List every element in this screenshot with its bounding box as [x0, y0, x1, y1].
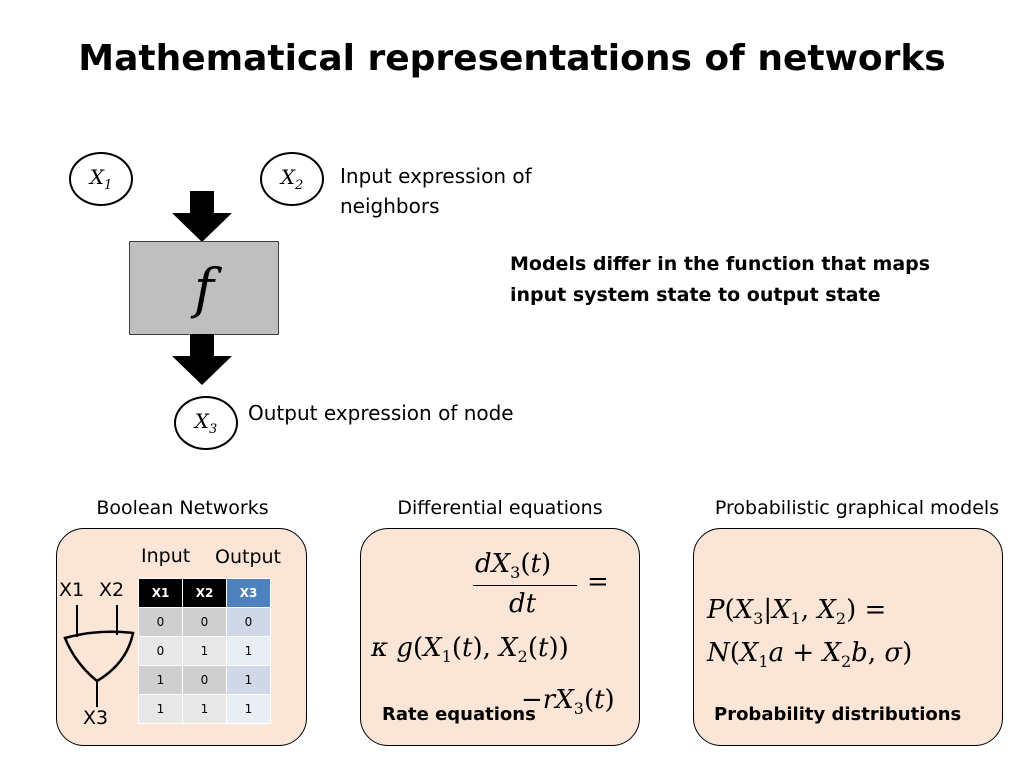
- probability-equation: P(X3|X1, X2) = N(X1a + X2b, σ): [707, 595, 912, 671]
- derivative-numerator: dX3(t): [475, 549, 552, 583]
- input-label-line-2: neighbors: [340, 194, 440, 218]
- table-cell: 0: [138, 607, 183, 637]
- table-cell: 0: [182, 665, 227, 695]
- or-gate-icon: [63, 605, 135, 707]
- derivative-denominator: dt: [509, 589, 537, 619]
- table-cell: 1: [226, 694, 271, 724]
- node-x2-symbol: X2: [280, 165, 304, 193]
- table-cell: 1: [226, 636, 271, 666]
- input-arrow: [172, 191, 232, 242]
- differential-equations-heading: Differential equations: [397, 497, 603, 519]
- table-cell: 1: [226, 665, 271, 695]
- truth-table-header-x1: X1: [138, 578, 183, 608]
- table-input-label: Input: [141, 545, 191, 567]
- boolean-networks-card: Input Output X1 X2 X3 X1 X2 X3 0 0 0 0 1…: [56, 528, 307, 746]
- table-cell: 1: [138, 694, 183, 724]
- side-note-line-2: input system state to output state: [510, 284, 881, 306]
- differential-equations-card: dX3(t) dt = κ g(X1(t), X2(t)) −rX3(t) Ra…: [360, 528, 640, 746]
- truth-table: X1 X2 X3 0 0 0 0 1 1 1 0 1 1 1 1: [138, 578, 271, 724]
- node-x3: X3: [174, 396, 238, 450]
- gate-output-x3: X3: [83, 707, 109, 729]
- table-cell: 0: [226, 607, 271, 637]
- node-x1-symbol: X1: [89, 165, 113, 193]
- equation-term-decay: −rX3(t): [521, 685, 615, 719]
- fraction-bar: [473, 585, 577, 586]
- equation-term-production: κ g(X1(t), X2(t)): [371, 633, 569, 667]
- rate-equations-caption: Rate equations: [382, 704, 536, 725]
- gate-input-x1: X1: [59, 579, 85, 601]
- table-cell: 1: [182, 636, 227, 666]
- table-output-label: Output: [215, 546, 281, 568]
- table-row: 0 1 1: [138, 636, 271, 666]
- table-cell: 0: [182, 607, 227, 637]
- probabilistic-models-card: P(X3|X1, X2) = N(X1a + X2b, σ) Probabili…: [693, 528, 1003, 746]
- node-x1: X1: [69, 152, 133, 206]
- node-x3-symbol: X3: [194, 409, 218, 437]
- truth-table-header-x3: X3: [226, 578, 271, 608]
- gate-input-x2: X2: [99, 579, 125, 601]
- function-box: f: [129, 241, 279, 335]
- conditional-probability: P(X3|X1, X2) =: [707, 595, 887, 629]
- input-label-line-1: Input expression of: [340, 164, 532, 188]
- normal-distribution: N(X1a + X2b, σ): [707, 638, 913, 672]
- probabilistic-models-heading: Probabilistic graphical models: [714, 497, 1000, 519]
- table-row: 1 1 1: [138, 694, 271, 724]
- table-row: 1 0 1: [138, 665, 271, 695]
- node-x2: X2: [260, 152, 324, 206]
- side-note-line-1: Models differ in the function that maps: [510, 253, 931, 275]
- probability-distributions-caption: Probability distributions: [714, 704, 962, 725]
- equals-sign: =: [587, 567, 609, 597]
- input-label: Input expression of neighbors: [340, 161, 532, 221]
- page-title: Mathematical representations of networks: [78, 38, 946, 79]
- table-cell: 1: [138, 665, 183, 695]
- truth-table-header-row: X1 X2 X3: [138, 578, 271, 608]
- table-cell: 0: [138, 636, 183, 666]
- table-row: 0 0 0: [138, 607, 271, 637]
- output-arrow: [172, 334, 232, 385]
- function-symbol: f: [194, 256, 214, 320]
- table-cell: 1: [182, 694, 227, 724]
- boolean-networks-heading: Boolean Networks: [96, 497, 269, 519]
- rate-equation: dX3(t) dt = κ g(X1(t), X2(t)) −rX3(t): [361, 529, 641, 747]
- side-note: Models differ in the function that maps …: [510, 249, 930, 311]
- output-label: Output expression of node: [248, 401, 514, 425]
- truth-table-header-x2: X2: [182, 578, 227, 608]
